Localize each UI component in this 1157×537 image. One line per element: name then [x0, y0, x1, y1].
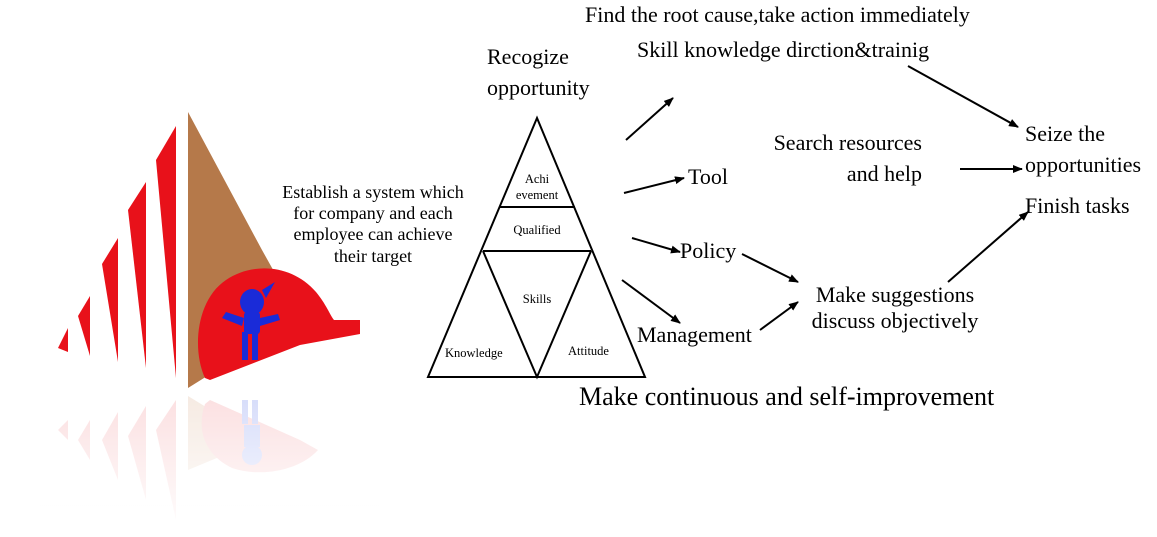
system-description: Establish a system which for company and… [282, 182, 464, 266]
arrow-management-to-suggest [759, 301, 799, 331]
management-label: Management [637, 322, 752, 347]
logo-bar-1 [58, 328, 68, 352]
logo-reflection [40, 395, 380, 537]
pyramid-top-label: Recogize opportunity [487, 44, 590, 101]
arrow-to-policy [631, 237, 681, 254]
pyramid-qualified-label: Qualified [513, 223, 561, 237]
logo-bar-4 [128, 182, 146, 368]
policy-label: Policy [680, 238, 737, 263]
arrow-to-management [621, 279, 681, 324]
arrow-to-tool [623, 176, 685, 194]
finish-tasks-label: Finish tasks [1025, 193, 1130, 218]
search-resources-label: Search resources and help [773, 130, 922, 187]
logo-blue-mascot [222, 282, 280, 360]
make-suggestions-label: Make suggestions discuss objectively [811, 282, 979, 334]
arrow-to-skill [625, 97, 674, 141]
company-logo [58, 112, 360, 388]
pyramid-achievement-label: Achi evement [515, 172, 559, 202]
flow-arrows [621, 65, 1029, 331]
seize-opportunities-label: Seize the opportunities [1025, 121, 1142, 178]
root-cause-label: Find the root cause,take action immediat… [585, 2, 970, 27]
continuous-improvement-label: Make continuous and self-improvement [579, 382, 995, 411]
arrow-suggest-to-finish [947, 211, 1029, 283]
logo-bar-5 [156, 126, 176, 378]
tool-label: Tool [688, 164, 729, 189]
pyramid-skills-label: Skills [522, 292, 552, 306]
pyramid-knowledge-label: Knowledge [445, 346, 503, 360]
pyramid [426, 115, 647, 380]
pyramid-attitude-label: Attitude [568, 344, 609, 358]
logo-bar-2 [78, 296, 90, 356]
logo-red-helmet [197, 268, 360, 380]
arrow-policy-to-suggest [741, 253, 799, 283]
skill-label: Skill knowledge dirction&trainig [637, 37, 930, 62]
arrow-skill-to-seize [907, 65, 1019, 128]
pyramid-inner-triangle [482, 250, 592, 380]
logo-bar-3 [102, 238, 118, 362]
